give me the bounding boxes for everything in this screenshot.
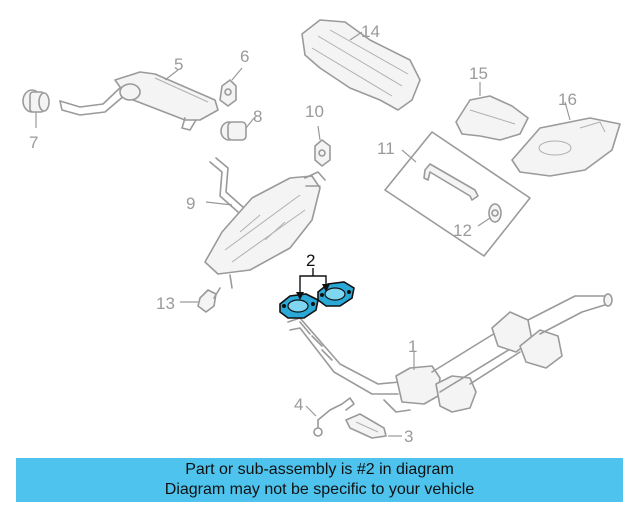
callout-2: 2 (306, 251, 315, 270)
part-16-heat-plate (511, 101, 621, 177)
callout-15: 15 (469, 64, 488, 83)
part-12-isolator (477, 203, 502, 227)
callout-10: 10 (305, 102, 324, 121)
part-6-hanger (219, 67, 243, 107)
part-8-isolator (220, 117, 255, 141)
callout-16: 16 (558, 90, 577, 109)
part-13-sensor (180, 287, 221, 313)
part-14-heat-shield (301, 19, 421, 111)
callout-3: 3 (404, 427, 413, 446)
part-5-muffler (59, 69, 219, 131)
callout-14: 14 (361, 22, 380, 41)
callout-13: 13 (156, 294, 175, 313)
callout-6: 6 (240, 47, 249, 66)
info-banner: Part or sub-assembly is #2 in diagram Di… (16, 458, 623, 502)
part-9-center-muffler (204, 157, 326, 289)
part-3-oxygen-sensor (345, 413, 402, 439)
part-1-converter-assembly (287, 293, 613, 413)
callout-4: 4 (294, 395, 303, 414)
part-2-gaskets (279, 281, 355, 319)
part-7-clamp (22, 89, 50, 128)
banner-line-2: Diagram may not be specific to your vehi… (164, 481, 475, 498)
callout-9: 9 (186, 194, 195, 213)
banner-line-1: Part or sub-assembly is #2 in diagram (185, 461, 454, 478)
part-10-hanger (314, 125, 331, 167)
callout-8: 8 (253, 107, 262, 126)
part-11-hanger-kit (384, 131, 531, 257)
callout-11: 11 (377, 139, 395, 158)
callout-5: 5 (174, 55, 183, 74)
callout-2-leader (296, 268, 330, 300)
callout-7: 7 (29, 133, 38, 152)
part-15-bracket (455, 82, 529, 141)
callout-1: 1 (408, 337, 417, 356)
callout-12: 12 (453, 221, 472, 240)
part-4-oxygen-sensor (305, 397, 355, 437)
